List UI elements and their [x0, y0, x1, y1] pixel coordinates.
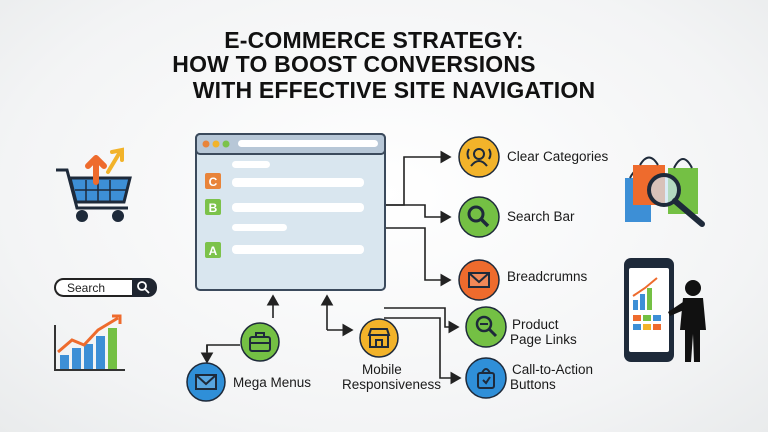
envelope-icon [195, 374, 217, 390]
growth-chart-icon [54, 314, 125, 371]
feature-circle [458, 136, 500, 178]
bag-icon [477, 368, 495, 389]
feature-label: Clear Categories [507, 149, 609, 164]
feature-mega-menus [186, 362, 226, 402]
envelope-icon [468, 272, 490, 288]
feature-circle [458, 259, 500, 301]
connector-clear-categories [384, 150, 452, 206]
menu-badge-a: A [205, 242, 221, 258]
connector-search-bar [384, 204, 452, 224]
menu-badge-letter: A [209, 244, 218, 258]
feature-clear-categories [458, 136, 500, 178]
growth-arrow-icon [85, 147, 124, 185]
window-dot-green [222, 140, 230, 148]
title-line-1: E-COMMERCE STRATEGY: [224, 27, 524, 53]
search-input[interactable] [54, 278, 132, 297]
feature-circle [465, 357, 507, 399]
window-dot-yellow [212, 140, 220, 148]
title-line-3: WITH EFFECTIVE SITE NAVIGATION [192, 77, 596, 103]
person-silhouette-icon [668, 280, 706, 362]
feature-breadcrumns [458, 259, 500, 301]
connector-breadcrumbs [384, 227, 452, 287]
menu-line [232, 224, 287, 231]
link-magnifier-icon [475, 315, 498, 338]
magnifier-icon [647, 173, 705, 227]
feature-call-to-action-buttons [465, 357, 507, 399]
menu-badge-letter: C [209, 175, 218, 189]
search-placeholder: Search [67, 281, 106, 295]
feature-circle [186, 362, 226, 402]
connector-lines [200, 150, 462, 385]
connector-mega-down [200, 344, 240, 364]
feature-menu-item [240, 322, 280, 362]
store-icon [367, 328, 391, 348]
shopping-cart-icon [56, 168, 132, 222]
feature-circle [458, 196, 500, 238]
feature-circle [465, 306, 507, 348]
address-bar [238, 140, 378, 147]
menu-line [232, 178, 364, 187]
title-line-2: HOW TO BOOST CONVERSIONS [172, 51, 536, 77]
window-dot-red [202, 140, 210, 148]
feature-circle [359, 318, 399, 358]
feature-label: Search Bar [507, 209, 575, 224]
menu-badge-c: C [205, 173, 221, 189]
feature-mobile-responsiveness [359, 318, 399, 358]
feature-label: Breadcrumns [507, 269, 588, 284]
search-icon [131, 278, 157, 297]
feature-search-bar [458, 196, 500, 238]
menu-badge-b: B [205, 199, 221, 215]
menu-line [232, 161, 270, 168]
menu-badge-letter: B [209, 201, 218, 215]
user-icon [466, 148, 492, 167]
briefcase-icon [249, 332, 271, 352]
connector-cta-buttons [384, 317, 462, 385]
connector-product-links [384, 307, 460, 334]
smartphone-icon [624, 258, 674, 362]
menu-line [232, 245, 364, 254]
feature-product-page-links [465, 306, 507, 348]
magnifier-icon [467, 205, 490, 228]
browser-window: CB A [195, 133, 386, 291]
menu-line [232, 203, 364, 212]
feature-label: Mega Menus [233, 375, 312, 390]
